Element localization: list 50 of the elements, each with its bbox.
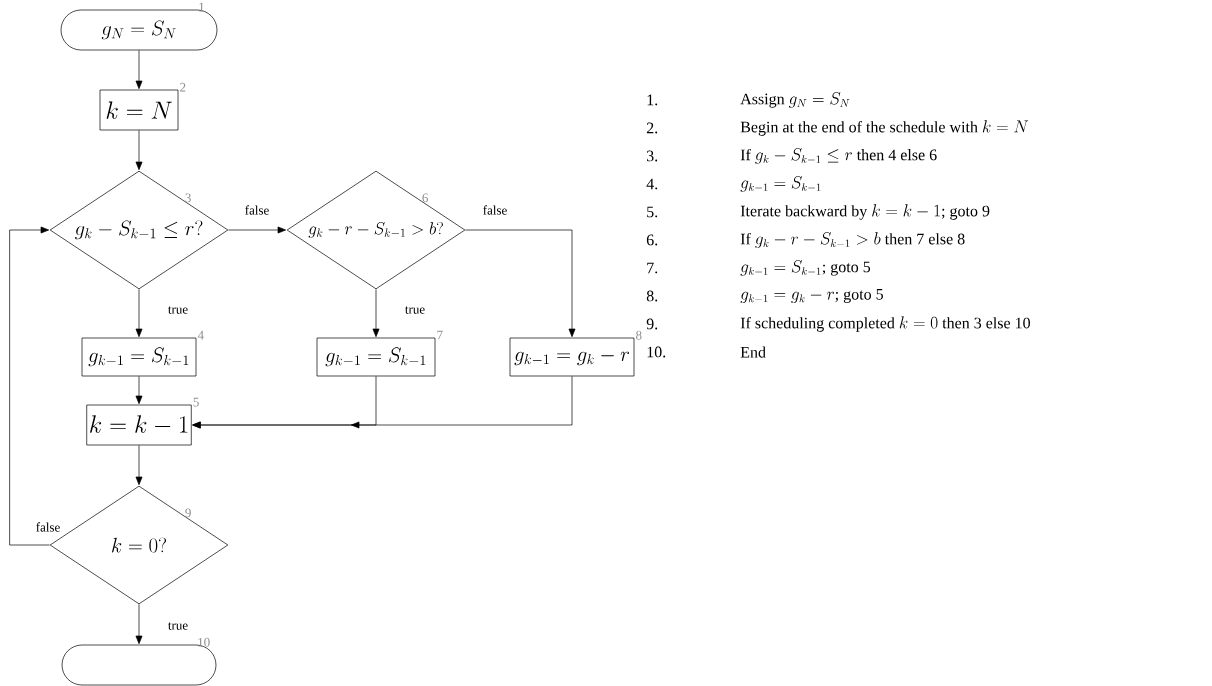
arrow <box>135 604 143 645</box>
arrow <box>135 445 143 486</box>
list-text: $\mbox{If scheduling completed }k = 0\mbox{ then 3 else 10}$ <box>740 316 1030 332</box>
process-box: $g_{k-1} = S_{k-1}$ <box>81 337 197 377</box>
process-box: $g_{k-1} = S_{k-1}$ <box>316 337 436 377</box>
list-number: 6. <box>646 234 658 246</box>
step-number: 8 <box>636 330 642 340</box>
list-number: 5. <box>647 206 658 218</box>
process-box: $k = N$ <box>99 89 179 131</box>
list-number: 9. <box>646 318 658 330</box>
list-text: $\mbox{If }g_k - r - S_{k-1} > b\mbox{ then 7 else 8}$ <box>740 232 965 248</box>
list-text: $g_{k-1} = S_{k-1}\mbox{; goto 5}$ <box>740 260 871 276</box>
step-number: 10 <box>198 637 210 647</box>
step-number: 1 <box>199 2 204 12</box>
list-number: 3. <box>647 150 658 162</box>
arrow <box>228 226 287 234</box>
edge-label: false <box>481 204 509 216</box>
list-text: End <box>740 346 766 358</box>
arrow <box>135 289 143 338</box>
list-text: $g_{k-1} = g_k - r\mbox{; goto 5}$ <box>740 289 883 303</box>
arrow <box>465 229 576 338</box>
step-number: 6 <box>422 193 428 203</box>
process-box: $k = k-1$ <box>86 404 192 446</box>
edge-label: true <box>166 621 190 631</box>
arrow <box>192 376 573 429</box>
arrow <box>372 289 380 338</box>
list-text: $g_{k-1} = S_{k-1}$ <box>740 176 821 192</box>
list-text: $\mbox{Assign }g_N = S_N$ <box>740 92 850 108</box>
list-number: 7. <box>647 262 658 274</box>
edge-label: false <box>243 204 271 216</box>
list-text: $\mbox{Begin at the end of the schedule with }k = N$ <box>740 120 1029 136</box>
edge-label: true <box>166 305 190 315</box>
arrow <box>9 226 50 546</box>
list-number: 8. <box>646 290 658 302</box>
list-number: 1. <box>647 94 658 106</box>
list-text: $\mbox{Iterate backward by }k = k-1\mbox{; goto 9}$ <box>740 204 990 220</box>
arrow <box>135 130 143 171</box>
list-number: 2. <box>646 122 658 134</box>
step-number: 7 <box>437 330 443 340</box>
step-number: 2 <box>180 82 186 92</box>
step-number: 9 <box>185 508 191 518</box>
step-number: 5 <box>193 397 199 407</box>
step-number: 3 <box>185 193 191 203</box>
process-box: $g_{k-1} = g_k - r$ <box>509 337 635 377</box>
arrow <box>135 376 143 405</box>
list-number: 4. <box>646 178 658 190</box>
edge-label: true <box>403 305 427 315</box>
list-text: $\mbox{If }g_k - S_{k-1} \le r\mbox{ then 4 else 6}$ <box>740 148 937 164</box>
arrow <box>135 50 143 90</box>
step-number: 4 <box>197 330 204 340</box>
